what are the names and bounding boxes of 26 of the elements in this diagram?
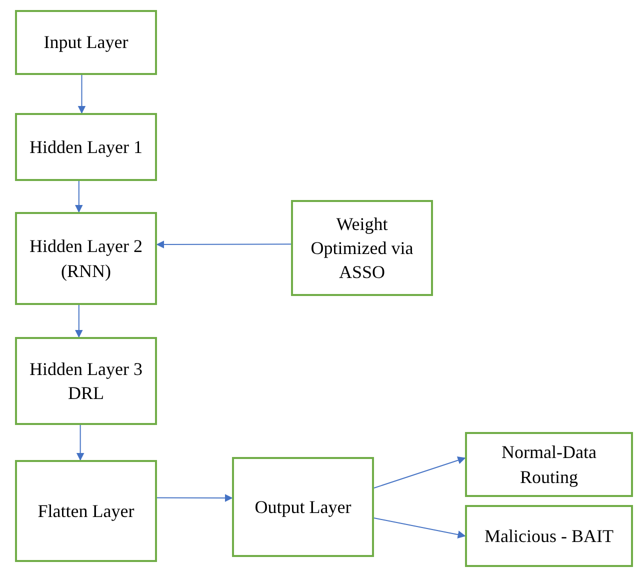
layer-box (15, 212, 157, 305)
layer-box (15, 460, 157, 562)
arrow (76, 424, 84, 461)
arrow (78, 74, 86, 114)
arrow (74, 180, 83, 213)
layer-box (232, 457, 374, 557)
arrow (74, 304, 83, 338)
layer-label: Malicious - BAIT (484, 524, 614, 548)
layer-label: Hidden Layer 2 (RNN) (28, 235, 144, 283)
layer-box (15, 113, 157, 181)
layer-label: Flatten Layer (38, 500, 134, 523)
layer-label: Input Layer (44, 31, 128, 54)
layer-label: Output Layer (254, 496, 352, 519)
layer-label: Weight Optimized via ASSO (310, 212, 414, 284)
layer-box (465, 505, 633, 567)
arrow (374, 518, 466, 539)
arrow (374, 456, 466, 488)
layer-box (465, 432, 633, 497)
layer-box (291, 200, 433, 296)
layer-label: Hidden Layer 3 DRL (28, 358, 144, 405)
layer-label: Normal-Data Routing (500, 441, 598, 489)
layer-box (15, 10, 157, 75)
arrow (156, 494, 233, 502)
arrow (156, 240, 292, 249)
layer-label: Hidden Layer 1 (30, 136, 142, 159)
layer-box (15, 337, 157, 425)
